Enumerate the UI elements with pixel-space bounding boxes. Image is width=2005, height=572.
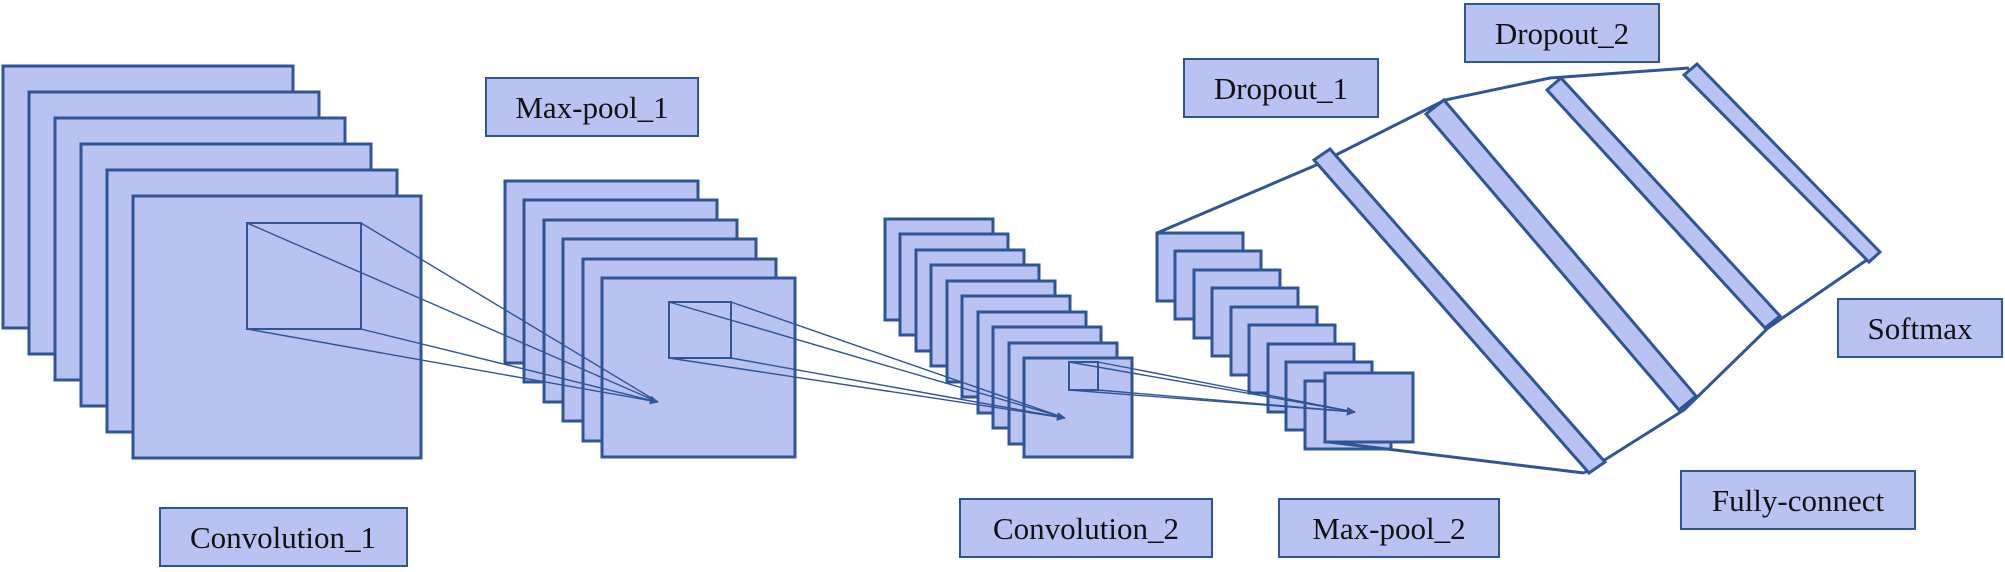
conv2-projection-arrow bbox=[1097, 389, 1356, 416]
fc-outline-top bbox=[1313, 66, 1690, 168]
label-convolution-1-text: Convolution_1 bbox=[190, 520, 376, 555]
fully-connect-bar bbox=[1311, 147, 1608, 475]
fully-connected-outline bbox=[1156, 66, 1875, 475]
label-dropout-2-text: Dropout_2 bbox=[1495, 16, 1629, 51]
maxpool1-projection-line bbox=[668, 357, 1066, 419]
maxpool2-map-10 bbox=[1323, 371, 1415, 444]
fc-outline-edge bbox=[1156, 164, 1315, 235]
maxpool2-feature-maps bbox=[1155, 231, 1415, 451]
maxpool1-projection-line bbox=[730, 301, 1066, 419]
label-dropout-1-text: Dropout_1 bbox=[1214, 71, 1348, 106]
label-softmax-text: Softmax bbox=[1867, 311, 1973, 346]
label-dropout-2: Dropout_2 bbox=[1464, 3, 1660, 63]
label-max-pool-1-text: Max-pool_1 bbox=[515, 90, 668, 125]
fc-outline-bottom bbox=[1583, 253, 1875, 475]
conv2-projection-line bbox=[1097, 361, 1356, 413]
conv2-projection-line bbox=[1068, 361, 1356, 413]
label-convolution-2-text: Convolution_2 bbox=[993, 511, 1179, 546]
label-convolution-2: Convolution_2 bbox=[959, 498, 1213, 558]
dense-layer-bars bbox=[1311, 61, 1883, 475]
projection-lines bbox=[246, 222, 1356, 421]
label-dropout-1: Dropout_1 bbox=[1183, 58, 1379, 118]
conv1-projection-arrow bbox=[360, 328, 659, 405]
maxpool1-projection-arrow bbox=[730, 357, 1066, 421]
softmax-bar bbox=[1681, 61, 1883, 265]
label-convolution-1: Convolution_1 bbox=[159, 507, 408, 567]
conv2-kernel-window bbox=[1068, 361, 1099, 391]
fc-outline-edge bbox=[1328, 440, 1585, 475]
maxpool1-projection-line bbox=[668, 301, 1066, 419]
maxpool1-feature-maps bbox=[503, 179, 797, 459]
label-softmax: Softmax bbox=[1837, 298, 2003, 358]
label-max-pool-1: Max-pool_1 bbox=[485, 77, 699, 137]
dropout-1-bar bbox=[1423, 97, 1699, 413]
conv1-projection-line bbox=[360, 222, 659, 403]
conv1-kernel-window bbox=[246, 222, 362, 330]
conv2-feature-maps bbox=[883, 217, 1134, 459]
dropout-2-bar bbox=[1544, 75, 1783, 331]
conv1-projection-line bbox=[246, 222, 659, 403]
maxpool1-kernel-window bbox=[668, 301, 732, 359]
label-fully-connect-text: Fully-connect bbox=[1712, 483, 1885, 518]
conv1-projection-line bbox=[246, 328, 659, 403]
label-max-pool-2: Max-pool_2 bbox=[1278, 498, 1500, 558]
label-max-pool-2-text: Max-pool_2 bbox=[1312, 511, 1465, 546]
label-fully-connect: Fully-connect bbox=[1680, 470, 1916, 530]
